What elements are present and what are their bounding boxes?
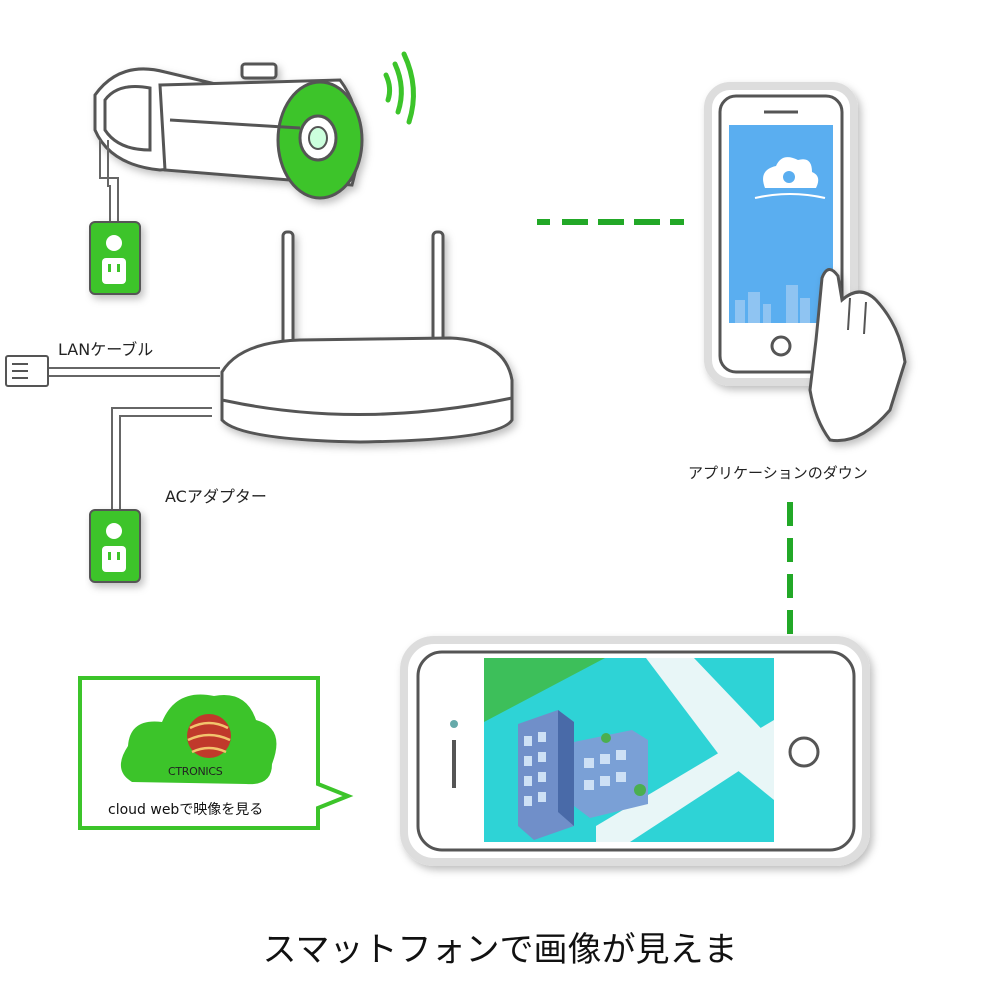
- router-icon: [220, 230, 514, 444]
- power-outlet-icon: [89, 221, 141, 295]
- wifi-signal-icon: [383, 51, 416, 125]
- smartphone-icon: [704, 82, 858, 386]
- app-download-label: アプリケーションのダウン: [688, 464, 868, 482]
- lan-cable-label: LANケーブル: [58, 340, 154, 359]
- hand-icon: [808, 268, 907, 443]
- lan-plug-icon: [5, 355, 49, 387]
- cloud-logo-icon: [120, 694, 277, 785]
- cloud-web-label: cloud webで映像を見る: [108, 802, 264, 818]
- ac-adapter-label: ACアダプター: [165, 487, 267, 506]
- wireless-link: [537, 219, 793, 634]
- cloud-app-icon: [754, 157, 826, 199]
- cloud-web-callout: [78, 676, 354, 830]
- smartphone-icon: [400, 636, 870, 866]
- camera-icon: [93, 62, 364, 200]
- caption: スマットフォンで画像が見えま: [262, 930, 738, 970]
- brand-label: CTRONICS: [168, 765, 223, 778]
- building-icon: [518, 710, 648, 840]
- power-outlet-icon: [89, 509, 141, 583]
